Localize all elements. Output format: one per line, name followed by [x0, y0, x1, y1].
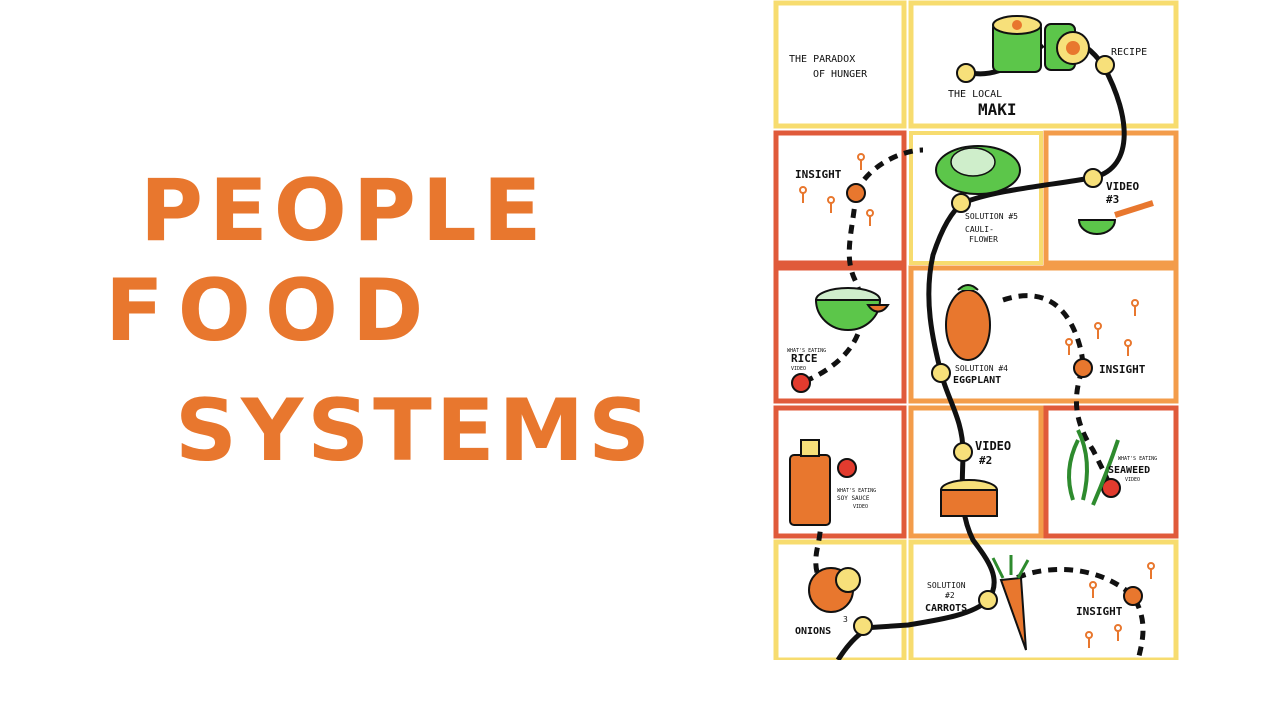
- title-line-systems: SYSTEMS: [175, 381, 654, 480]
- seaweed-illustration: [1067, 429, 1120, 506]
- label-cauli-2: FLOWER: [969, 235, 998, 244]
- label-video-3-num: #3: [1106, 193, 1119, 206]
- label-seaweed: SEAWEED: [1108, 465, 1150, 476]
- label-video-3: VIDEO: [1106, 180, 1139, 193]
- dashed-path-insight-rice: [800, 147, 924, 386]
- tile-insight-1: [773, 130, 907, 266]
- label-video-2-num: #2: [979, 454, 992, 467]
- maki-illustration: [992, 15, 1090, 73]
- soy-sauce-illustration: [789, 439, 831, 526]
- label-soy-sauce: SOY SAUCE: [837, 495, 870, 502]
- label-solution-2-num: #2: [945, 591, 955, 600]
- node-carrots: [978, 590, 998, 610]
- node-recipe: [1095, 55, 1115, 75]
- label-whats-eating-rice: WHAT'S EATING: [787, 348, 826, 354]
- node-maki: [956, 63, 976, 83]
- tile-maki: [908, 0, 1179, 129]
- cauliflower-illustration: [935, 145, 1021, 195]
- label-video-seaweed: VIDEO: [1125, 477, 1140, 483]
- node-video-3: [1083, 168, 1103, 188]
- tile-video-3: [1043, 130, 1179, 266]
- node-onions: [853, 616, 873, 636]
- node-insight-3: [1123, 586, 1143, 606]
- label-solution-2: SOLUTION: [927, 581, 966, 590]
- label-the-local: THE LOCAL: [948, 89, 1002, 100]
- title-line-food: FOOD: [105, 261, 437, 361]
- label-whats-eating-seaweed: WHAT'S EATING: [1118, 456, 1157, 462]
- pot-illustration: [940, 479, 998, 517]
- label-onions: ONIONS: [795, 626, 831, 637]
- title-line-people: PEOPLE: [140, 161, 547, 261]
- node-rice: [791, 373, 811, 393]
- label-video-soy: VIDEO: [853, 504, 868, 510]
- label-video-rice: VIDEO: [791, 366, 806, 372]
- people-icons-2: [1065, 299, 1139, 356]
- label-video-2: VIDEO: [975, 439, 1011, 453]
- label-rice: RICE: [791, 352, 818, 365]
- node-insight-1: [846, 183, 866, 203]
- tile-video-2: [908, 405, 1044, 539]
- eggplant-illustration: [945, 284, 991, 361]
- tile-paradox: [773, 0, 907, 129]
- onion-illustration: [808, 567, 861, 613]
- label-insight-1: INSIGHT: [795, 168, 842, 181]
- label-solution-5: SOLUTION #5: [965, 212, 1018, 221]
- label-insight-3: INSIGHT: [1076, 605, 1123, 618]
- label-cauli-1: CAULI-: [965, 225, 994, 234]
- label-maki: MAKI: [978, 100, 1017, 119]
- node-soy-sauce: [837, 458, 857, 478]
- node-solution-4: [931, 363, 951, 383]
- strainer-illustration: [1077, 200, 1154, 235]
- people-icons-1: [799, 153, 874, 226]
- title-graphic: PEOPLE FOOD SYSTEMS: [105, 161, 654, 480]
- node-insight-2: [1073, 358, 1093, 378]
- label-carrots: CARROTS: [925, 603, 967, 614]
- label-insight-2: INSIGHT: [1099, 363, 1146, 376]
- dashed-path-eggplant-seaweed: [1002, 293, 1114, 489]
- rice-bowl-illustration: [814, 287, 890, 331]
- label-paradox-2: OF HUNGER: [813, 69, 868, 80]
- carrot-illustration: [991, 555, 1030, 651]
- label-recipe: RECIPE: [1111, 47, 1147, 58]
- label-eggplant: EGGPLANT: [953, 375, 1001, 386]
- game-board: THE PARADOX OF HUNGER THE LOCAL MAKI REC…: [773, 0, 1179, 660]
- node-video-2: [953, 442, 973, 462]
- label-paradox-1: THE PARADOX: [789, 54, 855, 65]
- label-whats-eating-soy: WHAT'S EATING: [837, 488, 876, 494]
- label-onions-num: 3: [843, 615, 848, 624]
- label-solution-4: SOLUTION #4: [955, 364, 1008, 373]
- node-solution-5: [951, 193, 971, 213]
- people-icons-3: [1085, 562, 1155, 648]
- dashed-path-carrots-insight: [1001, 566, 1146, 660]
